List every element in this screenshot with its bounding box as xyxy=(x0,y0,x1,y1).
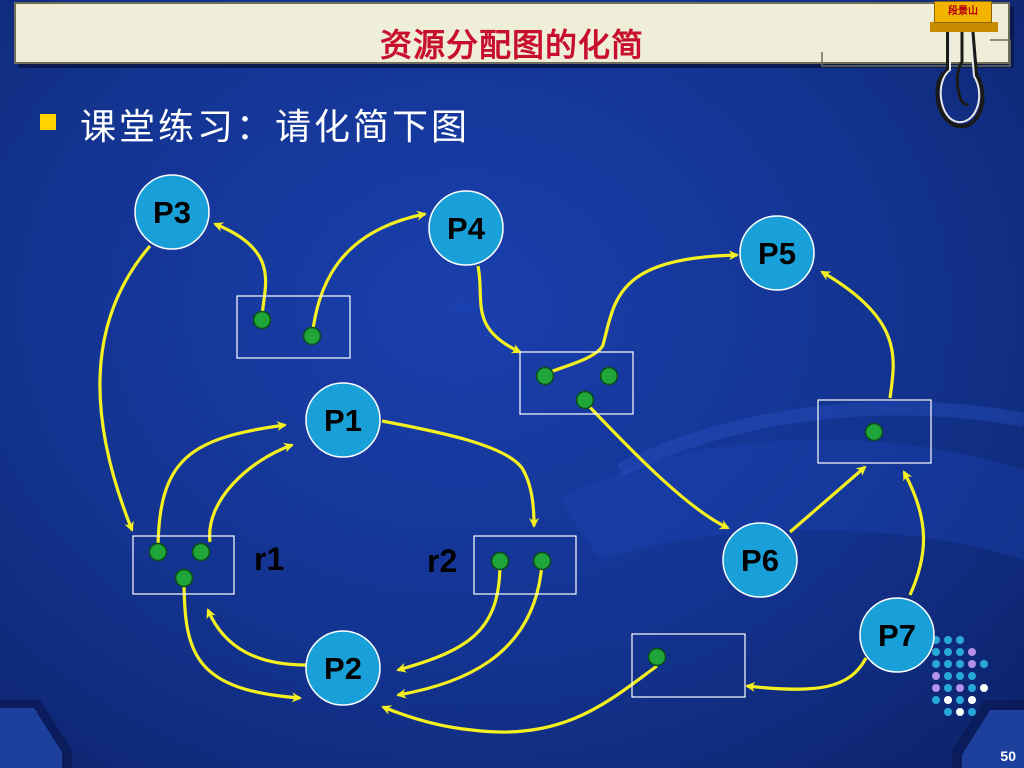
edge-rd-p2 xyxy=(381,664,658,734)
edge-p7-rd xyxy=(745,657,868,692)
edge-r2-p2-b xyxy=(396,562,544,699)
edge-r1-p2 xyxy=(182,577,302,703)
edge-p2-r1 xyxy=(206,608,307,667)
binder-clip-icon xyxy=(930,22,998,129)
process-p7: P7 xyxy=(859,597,935,673)
edge-p1-r2 xyxy=(381,419,539,528)
resource-node xyxy=(236,295,351,359)
process-label: P6 xyxy=(741,543,779,578)
resource-unit xyxy=(535,366,555,386)
edge-ra-p4 xyxy=(310,210,427,337)
edge-r2-p2-a xyxy=(396,562,502,673)
resource-unit xyxy=(532,551,552,571)
process-p6: P6 xyxy=(722,522,798,598)
bullet-square-icon xyxy=(40,114,56,130)
resource-unit xyxy=(191,542,211,562)
resource-label-r2: r2 xyxy=(427,543,457,579)
process-p1: P1 xyxy=(305,382,381,458)
resource-unit xyxy=(174,568,194,588)
resource-node xyxy=(519,351,634,415)
page-number: 50 xyxy=(1000,748,1016,764)
processes: P3 P4 P5 P1 P6 P7 xyxy=(134,174,935,706)
author-badge: 段景山 xyxy=(934,1,992,23)
resource-unit xyxy=(148,542,168,562)
edge-rb-p6 xyxy=(583,400,730,530)
bullet-text: 课堂练习：请化简下图 xyxy=(80,107,471,148)
title-bar xyxy=(14,2,1010,64)
resource-r2 xyxy=(473,535,577,595)
process-p2: P2 xyxy=(305,630,381,706)
edge-p7-rc xyxy=(902,470,926,596)
resource-node xyxy=(631,633,746,698)
edge-rb-p5 xyxy=(543,250,739,378)
resource-unit xyxy=(302,326,322,346)
resource-unit xyxy=(864,422,884,442)
process-p5: P5 xyxy=(739,215,815,291)
edges xyxy=(98,210,926,734)
process-p3: P3 xyxy=(134,174,210,250)
process-label: P3 xyxy=(153,195,191,230)
resource-unit xyxy=(490,551,510,571)
edge-ra-p3 xyxy=(213,222,268,321)
process-label: P7 xyxy=(878,618,916,653)
resource-unit xyxy=(647,647,667,667)
edge-r1-p1-a xyxy=(156,421,287,553)
edge-p3-r1 xyxy=(98,244,152,532)
process-label: P5 xyxy=(758,236,796,271)
resource-unit xyxy=(599,366,619,386)
edge-p4-rb xyxy=(476,265,522,354)
process-label: P2 xyxy=(324,651,362,686)
dot-grid-decoration xyxy=(932,636,988,716)
resources: r1 r2 xyxy=(132,295,932,698)
resource-node xyxy=(817,399,932,464)
resource-unit xyxy=(252,310,272,330)
process-label: P1 xyxy=(324,403,362,438)
resource-unit xyxy=(575,390,595,410)
edge-p6-rc xyxy=(788,465,867,534)
edge-r1-p1-b xyxy=(208,442,294,543)
resource-r1 xyxy=(132,535,235,595)
edge-rc-p5 xyxy=(820,270,895,399)
slide-title: 资源分配图的化简 xyxy=(379,26,644,64)
process-label: P4 xyxy=(447,211,486,246)
resource-label-r1: r1 xyxy=(254,541,284,577)
process-p4: P4 xyxy=(428,190,504,266)
title-tab-decoration xyxy=(821,22,1011,129)
